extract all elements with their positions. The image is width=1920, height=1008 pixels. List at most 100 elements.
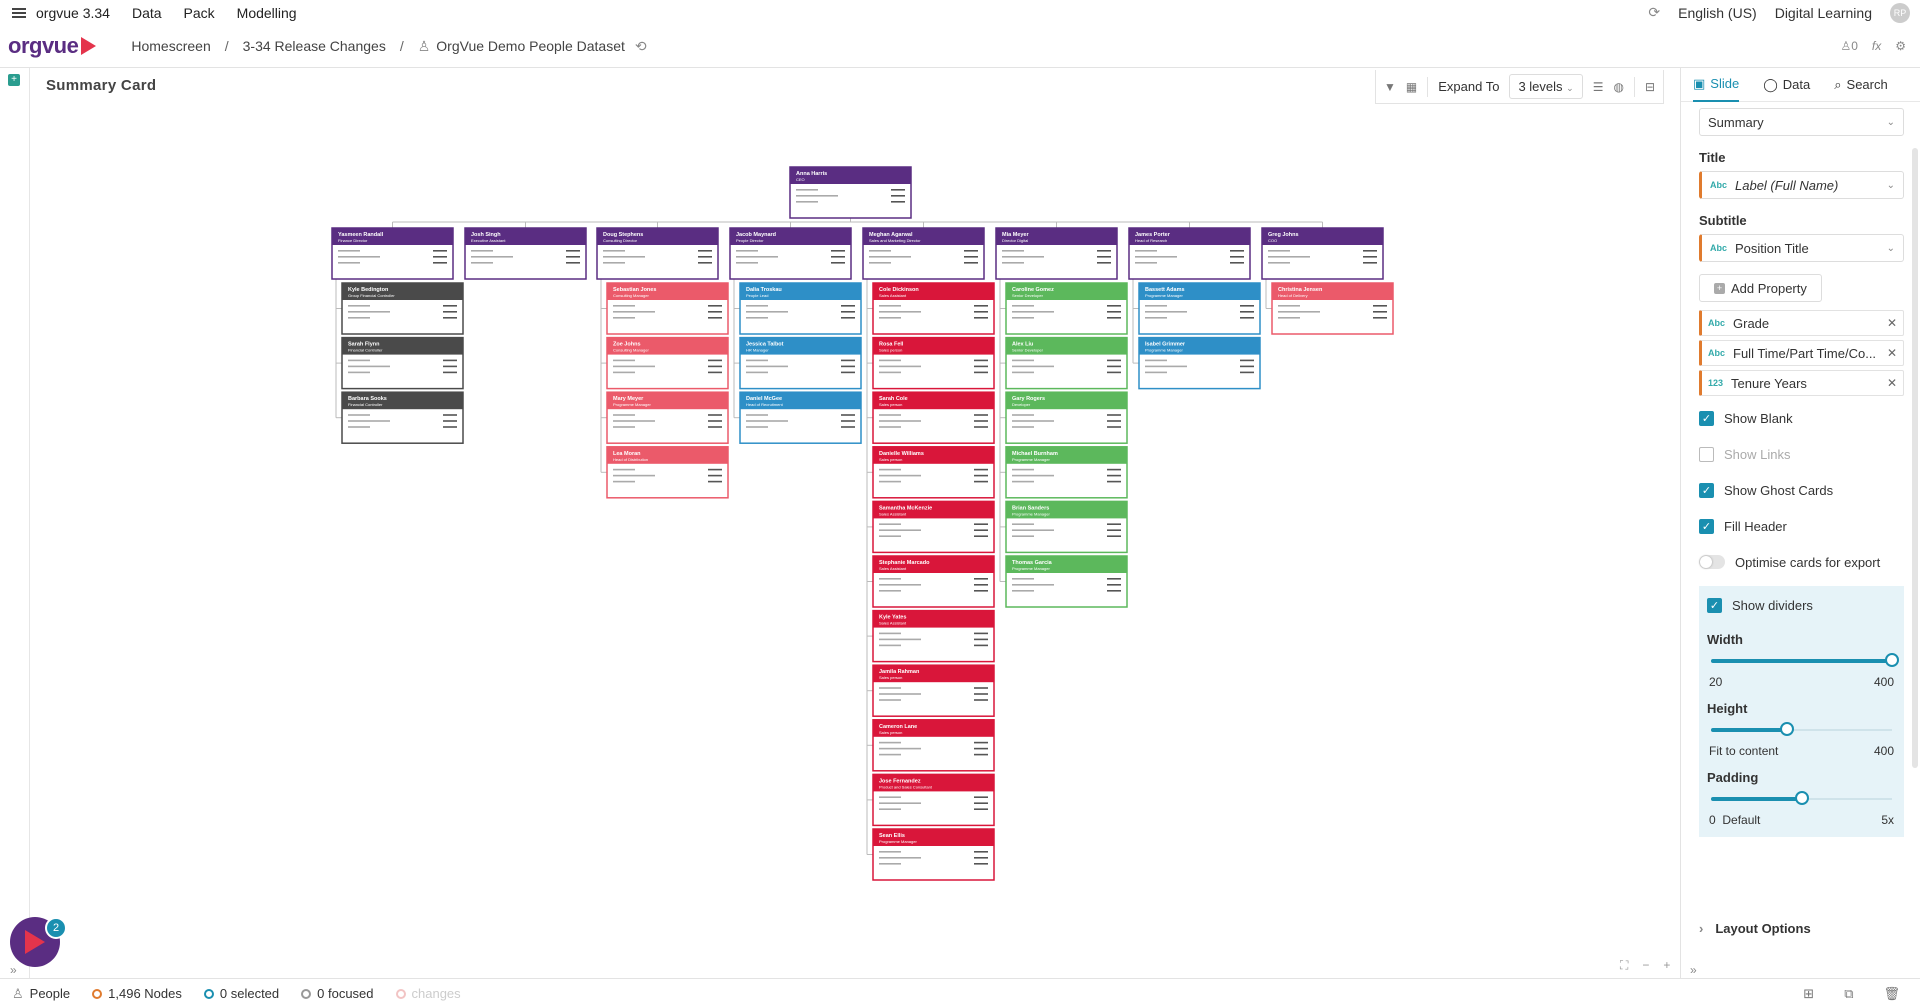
show-dividers-checkbox[interactable]: ✓ (1707, 597, 1722, 613)
option-checkbox[interactable]: ✓ (1699, 518, 1714, 534)
width-slider[interactable] (1711, 653, 1899, 667)
copy-icon[interactable]: ⧉ (1844, 985, 1854, 1001)
option-checkbox[interactable] (1699, 446, 1714, 462)
sync-icon[interactable]: ⟲ (634, 37, 647, 54)
tab-data[interactable]: ◯Data (1763, 76, 1811, 93)
height-slider[interactable] (1711, 722, 1892, 736)
person-count-icon[interactable]: ♙0 (1840, 39, 1858, 53)
orgvue-logo[interactable]: orgvue (8, 33, 97, 59)
list-icon[interactable]: ☰ (1592, 79, 1604, 94)
expand-levels-select[interactable]: 3 levels ⌄ (1509, 74, 1583, 99)
language-selector[interactable]: English (US) (1678, 4, 1757, 21)
add-property-button[interactable]: +Add Property (1699, 274, 1822, 302)
card-type-select[interactable]: Summary⌄ (1699, 108, 1904, 136)
height-slider-handle[interactable] (1780, 722, 1795, 736)
menu-modelling[interactable]: Modelling (236, 4, 297, 21)
focused-status[interactable]: 0 focused (301, 986, 374, 1001)
delete-icon[interactable]: 🗑 (1883, 985, 1900, 1001)
menu-pack[interactable]: Pack (183, 4, 215, 21)
palette-icon[interactable]: ◍ (1613, 79, 1624, 94)
panel-scrollbar[interactable] (1912, 148, 1918, 768)
remove-icon[interactable]: ✕ (1886, 376, 1897, 390)
panel-toggle-icon[interactable]: ⊟ (1644, 79, 1655, 94)
breadcrumb-release[interactable]: 3-34 Release Changes (242, 38, 386, 54)
user-avatar[interactable]: RP (1890, 2, 1910, 23)
padding-slider[interactable] (1711, 791, 1892, 805)
optimise-toggle[interactable] (1699, 555, 1725, 569)
filter-icon[interactable]: ▼ (1384, 79, 1396, 94)
expand-left-icon[interactable]: » (10, 963, 17, 977)
zoom-in-icon[interactable]: + (1663, 958, 1671, 972)
menu-icon[interactable] (12, 7, 26, 18)
remove-icon[interactable]: ✕ (1886, 346, 1897, 360)
width-slider-handle[interactable] (1885, 653, 1899, 667)
option-checkbox[interactable]: ✓ (1699, 482, 1714, 498)
tab-slide[interactable]: ▣Slide (1693, 68, 1740, 102)
new-card-icon[interactable]: ⊞ (1803, 985, 1815, 1001)
selected-status[interactable]: 0 selected (203, 986, 279, 1001)
collapse-panel-icon[interactable]: » (1690, 963, 1697, 977)
add-icon[interactable]: + (8, 74, 20, 86)
layout-options-toggle[interactable]: ›Layout Options (1699, 921, 1811, 936)
settings-icon[interactable]: ⚙ (1895, 39, 1906, 53)
changes-status[interactable]: changes (395, 986, 461, 1001)
remove-icon[interactable]: ✕ (1886, 316, 1897, 330)
nodes-status[interactable]: 1,496 Nodes (92, 986, 182, 1001)
menu-data[interactable]: Data (131, 4, 162, 21)
zoom-out-icon[interactable]: − (1642, 958, 1650, 972)
breadcrumb-homescreen[interactable]: Homescreen (131, 38, 211, 54)
card-view-icon[interactable]: ▦ (1405, 79, 1418, 94)
formula-icon[interactable]: fx (1871, 39, 1882, 53)
dataset-status[interactable]: ♙People (12, 985, 71, 1002)
breadcrumb-dataset[interactable]: OrgVue Demo People Dataset (436, 38, 625, 54)
refresh-icon[interactable]: ⟳ (1648, 4, 1661, 20)
option-checkbox[interactable]: ✓ (1699, 410, 1714, 426)
tab-search[interactable]: ⌕Search (1834, 76, 1888, 93)
